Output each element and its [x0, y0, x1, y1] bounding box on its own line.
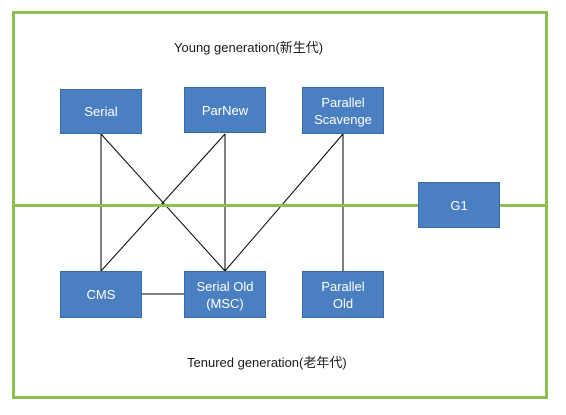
collector-parallel-old: Parallel Old	[302, 271, 384, 318]
generation-divider	[12, 204, 548, 207]
collector-serial-old: Serial Old (MSC)	[184, 271, 266, 318]
collector-serial: Serial	[60, 89, 142, 134]
connector-parallel-scavenge-serial-old	[224, 133, 344, 272]
collector-parallel-scavenge: Parallel Scavenge	[302, 87, 384, 134]
young-generation-label: Young generation(新生代)	[174, 40, 324, 55]
collector-cms: CMS	[60, 271, 142, 318]
collector-parnew: ParNew	[184, 87, 266, 133]
tenured-generation-label: Tenured generation(老年代)	[187, 355, 347, 370]
collector-g1: G1	[418, 182, 500, 228]
connector-parnew-cms	[100, 133, 226, 272]
